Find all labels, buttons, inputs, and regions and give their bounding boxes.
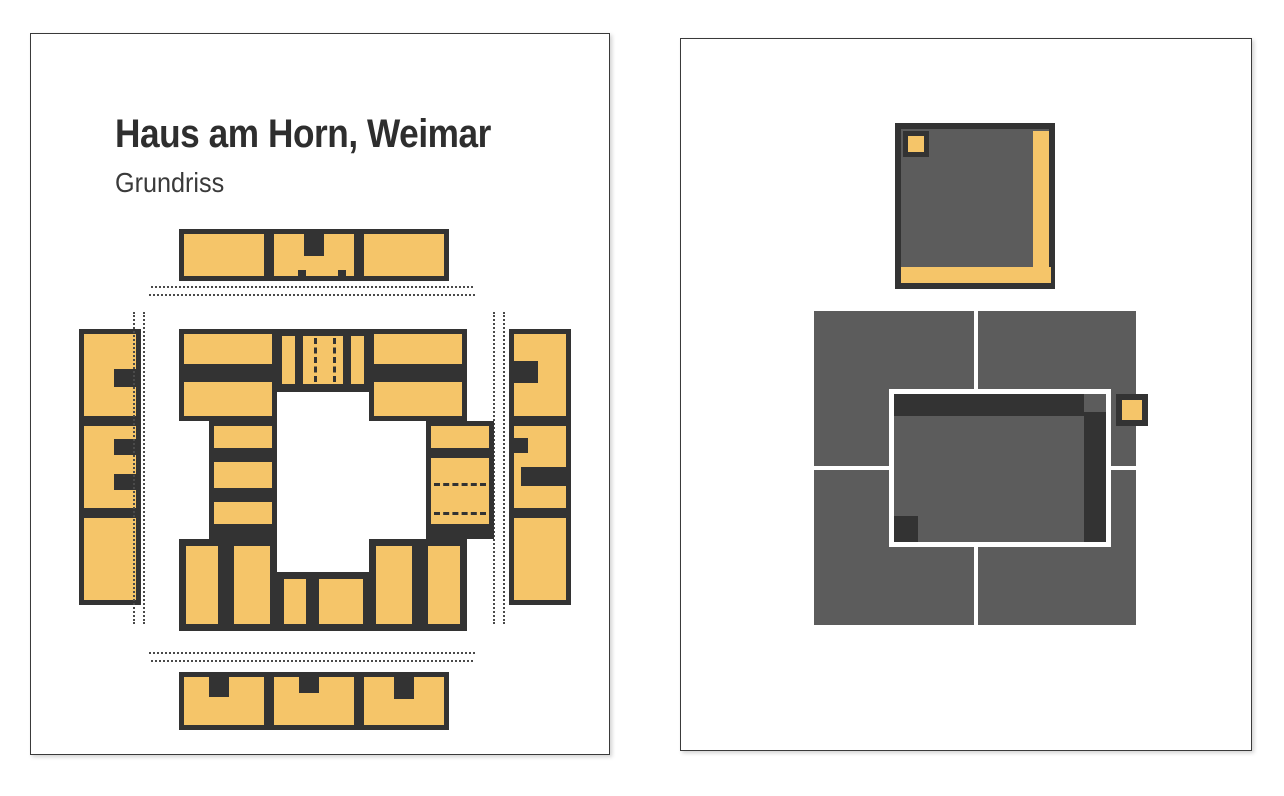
roof-edge-accent-right	[1033, 131, 1049, 267]
left-wing-room	[84, 518, 136, 600]
right-wing-notch	[521, 467, 566, 486]
projection-guide	[503, 312, 505, 624]
room-fill	[234, 546, 270, 624]
projection-guide	[149, 294, 475, 296]
bottom-wing-notch	[394, 677, 414, 699]
projection-guide	[133, 312, 135, 624]
roof-inner-stage-plate	[894, 394, 1106, 542]
left-wing-notch	[114, 369, 136, 387]
floor-plan-panel: Haus am Horn, Weimar Grundriss	[30, 33, 610, 755]
right-wing-room	[514, 518, 566, 600]
roof-stage-bar-top	[894, 394, 1084, 416]
top-wing-notch	[298, 270, 306, 278]
left-wing-notch	[114, 439, 136, 455]
top-wing-room	[274, 234, 304, 276]
roof-edge-accent-bottom	[901, 267, 1051, 283]
bottom-wing-notch	[209, 677, 229, 697]
door-swing-marking	[314, 338, 317, 382]
room-fill	[214, 502, 272, 524]
roof-marker-square	[1122, 400, 1142, 420]
right-wing-notch	[514, 361, 538, 383]
room-fill	[303, 336, 343, 384]
roof-plan-panel: Zweistufiges Flachdach	[680, 38, 1252, 751]
door-swing-marking	[333, 338, 336, 382]
projection-guide	[149, 652, 475, 654]
page-subtitle: Grundriss	[115, 167, 225, 198]
room-fill	[184, 382, 272, 416]
room-fill	[319, 579, 363, 624]
page-title: Haus am Horn, Weimar	[115, 112, 491, 156]
stair-marking	[434, 512, 486, 515]
room-fill	[374, 334, 462, 364]
room-fill	[214, 426, 272, 448]
room-fill	[351, 336, 364, 384]
top-wing-room	[364, 234, 444, 276]
top-wing-notch	[338, 270, 346, 278]
roof-stage-marker-bottom-left	[894, 516, 918, 542]
room-fill	[376, 546, 412, 624]
right-wing-notch	[514, 438, 528, 453]
left-wing-notch	[114, 474, 136, 490]
room-fill	[214, 462, 272, 488]
roof-stage-bar-right	[1084, 412, 1106, 542]
top-wing-room	[324, 234, 354, 276]
room-fill	[431, 426, 489, 448]
room-fill	[186, 546, 218, 624]
stair-marking	[434, 483, 486, 486]
top-wing-room	[304, 256, 324, 276]
bottom-wing-notch	[299, 677, 319, 693]
room-fill	[428, 546, 460, 624]
room-fill	[374, 382, 462, 416]
roof-marker-square	[908, 136, 924, 152]
room-fill	[184, 334, 272, 364]
top-wing-room	[184, 234, 264, 276]
room-fill	[282, 336, 295, 384]
projection-guide	[151, 660, 473, 662]
room-fill	[284, 579, 306, 624]
projection-guide	[143, 312, 145, 624]
projection-guide	[151, 286, 473, 288]
projection-guide	[493, 312, 495, 624]
